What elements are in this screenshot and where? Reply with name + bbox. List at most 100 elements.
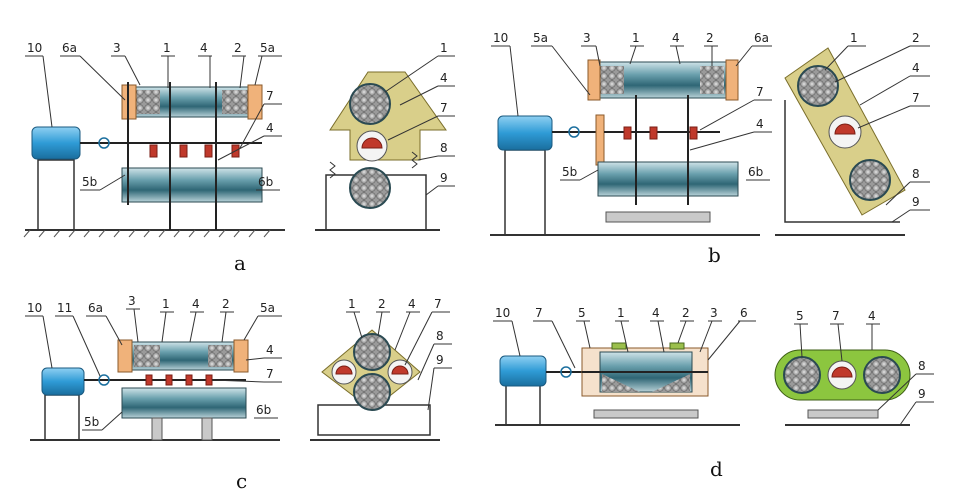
panel-a-end-labels: 1 4 7 8 9 [384, 41, 455, 196]
part-label: 7 [912, 91, 920, 105]
upper-balls-right [208, 345, 232, 367]
part-label: 2 [912, 31, 920, 45]
part-label: 2 [222, 297, 230, 311]
motor-stand [44, 394, 80, 441]
base-plate [807, 409, 879, 419]
part-label: 4 [266, 121, 274, 135]
vibrator-weight-icon [391, 365, 409, 375]
upper-balls-right [700, 66, 724, 94]
lower-drum [597, 161, 739, 197]
part-label: 6a [62, 41, 77, 55]
part-label: 5b [84, 415, 99, 429]
motor [41, 367, 85, 396]
part-label: 7 [266, 89, 274, 103]
bearing-block [595, 114, 605, 166]
part-label: 2 [706, 31, 714, 45]
part-label: 6 [740, 306, 748, 320]
part-label: 4 [652, 306, 660, 320]
part-label: 11 [57, 301, 72, 315]
part-label: 8 [440, 141, 448, 155]
part-label: 4 [756, 117, 764, 131]
part-label: 6b [258, 175, 273, 189]
unbalance-weight [204, 144, 213, 158]
panel-c [30, 329, 440, 441]
panel-caption: a [234, 251, 246, 275]
part-label: 3 [583, 31, 591, 45]
part-label: 5 [796, 309, 804, 323]
part-label: 1 [162, 297, 170, 311]
outlet-flange [725, 59, 739, 101]
end-frame [329, 71, 447, 161]
part-label: 7 [440, 101, 448, 115]
panel-caption: d [710, 457, 723, 481]
motor [31, 126, 81, 160]
panel-b [490, 47, 906, 236]
lower-drum-section [849, 159, 891, 201]
panel-a-labels: 10 6a 3 1 4 2 5a 7 4 5b 6b [25, 41, 282, 191]
upper-balls-right [222, 90, 248, 114]
part-label: 3 [128, 294, 136, 308]
spring [411, 151, 418, 169]
unbalance-weight [623, 126, 632, 140]
balls-right [652, 374, 690, 392]
base-frame [784, 100, 900, 223]
support-leg [201, 417, 213, 441]
part-label: 4 [408, 297, 416, 311]
part-label: 10 [495, 306, 510, 320]
part-label: 4 [200, 41, 208, 55]
support-leg [151, 417, 163, 441]
outlet-flange [233, 339, 249, 373]
panel-d-end-labels: 5 7 4 8 9 [794, 309, 934, 426]
panel-a [23, 71, 447, 238]
inlet-flange [117, 339, 133, 373]
unbalance-weight [649, 126, 658, 140]
unbalance-weight [165, 374, 173, 386]
upper-balls-left [134, 345, 160, 367]
inlet-flange [587, 59, 601, 101]
vibrator-weight-icon [335, 365, 353, 375]
vibrator-weight-icon [834, 123, 856, 135]
upper-balls-left [136, 90, 160, 114]
ground-hatch [23, 229, 271, 238]
motor-stand [505, 384, 541, 426]
right-drum-section [863, 356, 901, 394]
motor-stand [504, 149, 546, 236]
panel-c-end-labels: 1 2 4 7 8 9 [346, 297, 452, 411]
part-label: 9 [912, 195, 920, 209]
panel-caption: b [708, 243, 721, 267]
coupling-icon [560, 366, 572, 378]
part-label: 4 [440, 71, 448, 85]
unbalance-weight [149, 144, 158, 158]
part-label: 7 [535, 306, 543, 320]
motor [497, 115, 553, 151]
part-label: 4 [672, 31, 680, 45]
part-label: 10 [27, 41, 42, 55]
upper-balls-left [600, 66, 624, 94]
part-label: 9 [918, 387, 926, 401]
part-label: 5a [533, 31, 548, 45]
part-label: 7 [266, 367, 274, 381]
part-label: 8 [436, 329, 444, 343]
part-label: 5 [578, 306, 586, 320]
upper-drum-section [349, 83, 391, 125]
part-label: 6b [748, 165, 763, 179]
connector [669, 342, 685, 350]
part-label: 7 [756, 85, 764, 99]
panel-d-labels: 10 7 5 1 4 2 3 6 [493, 306, 756, 369]
panel-b-end-labels: 1 2 4 7 8 9 [824, 31, 930, 223]
part-label: 5a [260, 301, 275, 315]
lower-drum-section [349, 167, 391, 209]
motor-stand [37, 159, 75, 231]
part-label: 6b [256, 403, 271, 417]
part-label: 5b [562, 165, 577, 179]
part-label: 1 [632, 31, 640, 45]
base-plate [593, 409, 699, 419]
part-label: 9 [440, 171, 448, 185]
panel-c-labels: 10 11 6a 3 1 4 2 5a 4 7 5b 6b [25, 294, 282, 431]
lower-drum-section [353, 373, 391, 411]
part-label: 10 [493, 31, 508, 45]
part-label: 1 [163, 41, 171, 55]
motor [499, 355, 547, 387]
vibrator-weight-icon [361, 137, 383, 149]
